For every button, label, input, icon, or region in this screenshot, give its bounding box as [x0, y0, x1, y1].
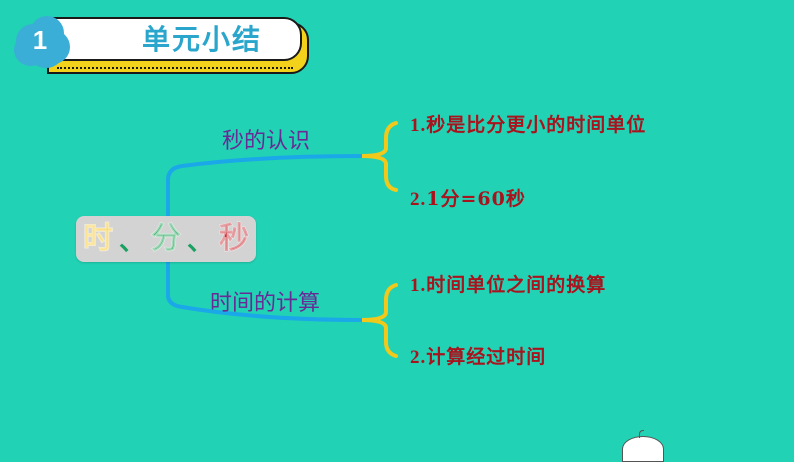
root-node: 时 、 分 、 秒	[76, 216, 256, 262]
section-number: 1	[32, 25, 48, 55]
leaf-item: 2.1分=60秒	[410, 188, 526, 210]
leaf-item: 1.时间单位之间的换算	[410, 274, 607, 296]
section-title: 单元小结	[141, 23, 262, 56]
cartoon-character-icon	[622, 430, 664, 462]
root-char-minute: 分	[151, 221, 182, 257]
brace-lower-icon	[361, 283, 398, 358]
leaf-item: 2.计算经过时间	[410, 346, 547, 368]
cloud-badge-icon: 1	[10, 14, 70, 68]
section-header: 单元小结 1	[0, 0, 320, 90]
brace-upper-icon	[361, 121, 398, 192]
root-separator: 、	[118, 226, 145, 257]
root-char-hour: 时	[82, 221, 113, 257]
branch-seconds-label: 秒的认识	[222, 129, 311, 154]
title-banner: 单元小结	[50, 17, 302, 61]
root-char-second: 秒	[219, 221, 250, 257]
connector-upper	[166, 154, 363, 218]
branch-calculation-label: 时间的计算	[210, 291, 321, 316]
root-separator: 、	[187, 226, 214, 257]
leaf-item: 1.秒是比分更小的时间单位	[410, 114, 647, 136]
mindmap-connectors	[166, 121, 398, 358]
connector-lower	[166, 262, 363, 322]
